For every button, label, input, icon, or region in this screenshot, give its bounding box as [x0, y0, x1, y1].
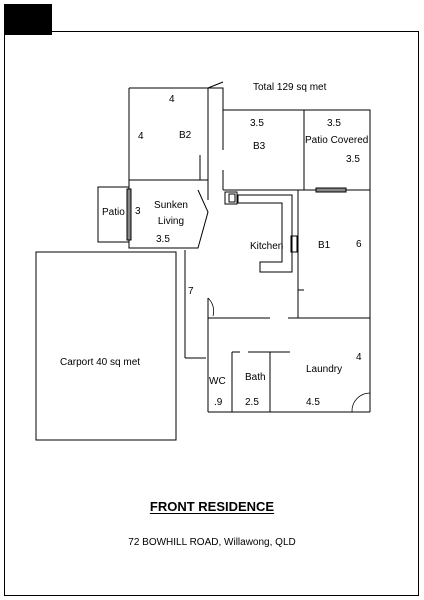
sunken-living-label: Sunken Living	[154, 200, 188, 227]
b2-dim-side: 4	[138, 131, 144, 142]
carport-label: Carport 40 sq met	[60, 357, 141, 368]
wc-label: WC	[209, 376, 226, 387]
b2-label: B2	[179, 130, 192, 141]
kitchen-counters	[224, 191, 298, 273]
patio-covered-dim-side: 3.5	[346, 154, 360, 165]
b2-dim-top: 4	[169, 94, 175, 105]
laundry-dim-side: 4	[356, 352, 362, 363]
walls-lower	[207, 318, 371, 413]
corner-tab	[4, 4, 52, 35]
b3-label: B3	[253, 141, 266, 152]
laundry-dim-bottom: 4.5	[306, 397, 320, 408]
sheet-border	[4, 31, 419, 596]
walls-b1	[297, 190, 371, 412]
b3-dim-top: 3.5	[250, 118, 264, 129]
b1-label: B1	[318, 240, 331, 251]
patio-covered-dim-top: 3.5	[327, 118, 341, 129]
carport-outline	[35, 251, 177, 441]
wc-dim: .9	[214, 397, 223, 408]
kitchen-label: Kitchen	[250, 241, 284, 252]
plan-address: 72 BOWHILL ROAD, Willawong, QLD	[128, 537, 296, 548]
walls-patio	[97, 186, 132, 243]
patio-label: Patio	[102, 207, 125, 218]
b1-dim: 6	[356, 239, 362, 250]
sunken-living-dim: 3.5	[156, 234, 170, 245]
plan-title: FRONT RESIDENCE	[0, 499, 424, 514]
hallway-dim: 7	[188, 286, 194, 297]
laundry-label: Laundry	[306, 364, 343, 375]
patio-window	[315, 187, 347, 193]
bath-label: Bath	[245, 372, 266, 383]
bath-dim: 2.5	[245, 397, 259, 408]
total-area-label: Total 129 sq met	[253, 82, 327, 93]
plan-title-text: FRONT RESIDENCE	[149, 499, 275, 514]
walls-hallway	[184, 250, 304, 359]
patio-dim: 3	[135, 206, 141, 217]
patio-covered-label: Patio Covered	[305, 135, 369, 146]
